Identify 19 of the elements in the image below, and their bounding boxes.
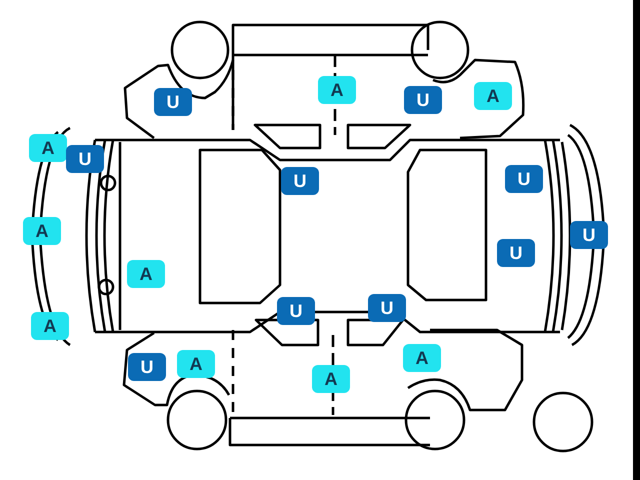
marker-badge: U bbox=[66, 145, 104, 173]
marker-badge: A bbox=[312, 365, 350, 393]
marker-badge: A bbox=[23, 217, 61, 245]
marker-badge: A bbox=[403, 344, 441, 372]
marker-badge: A bbox=[127, 260, 165, 288]
marker-badge: U bbox=[505, 165, 543, 193]
marker-badge: U bbox=[277, 297, 315, 325]
marker-badge: U bbox=[368, 294, 406, 322]
marker-badge: A bbox=[31, 312, 69, 340]
marker-badge: U bbox=[281, 167, 319, 195]
marker-badge: U bbox=[154, 88, 192, 116]
marker-badge: U bbox=[497, 239, 535, 267]
marker-badge: U bbox=[570, 221, 608, 249]
marker-badge: A bbox=[177, 350, 215, 378]
marker-badge: A bbox=[29, 134, 67, 162]
marker-badge: U bbox=[128, 353, 166, 381]
marker-badge: A bbox=[318, 76, 356, 104]
marker-badge: A bbox=[474, 82, 512, 110]
marker-badge: U bbox=[404, 86, 442, 114]
